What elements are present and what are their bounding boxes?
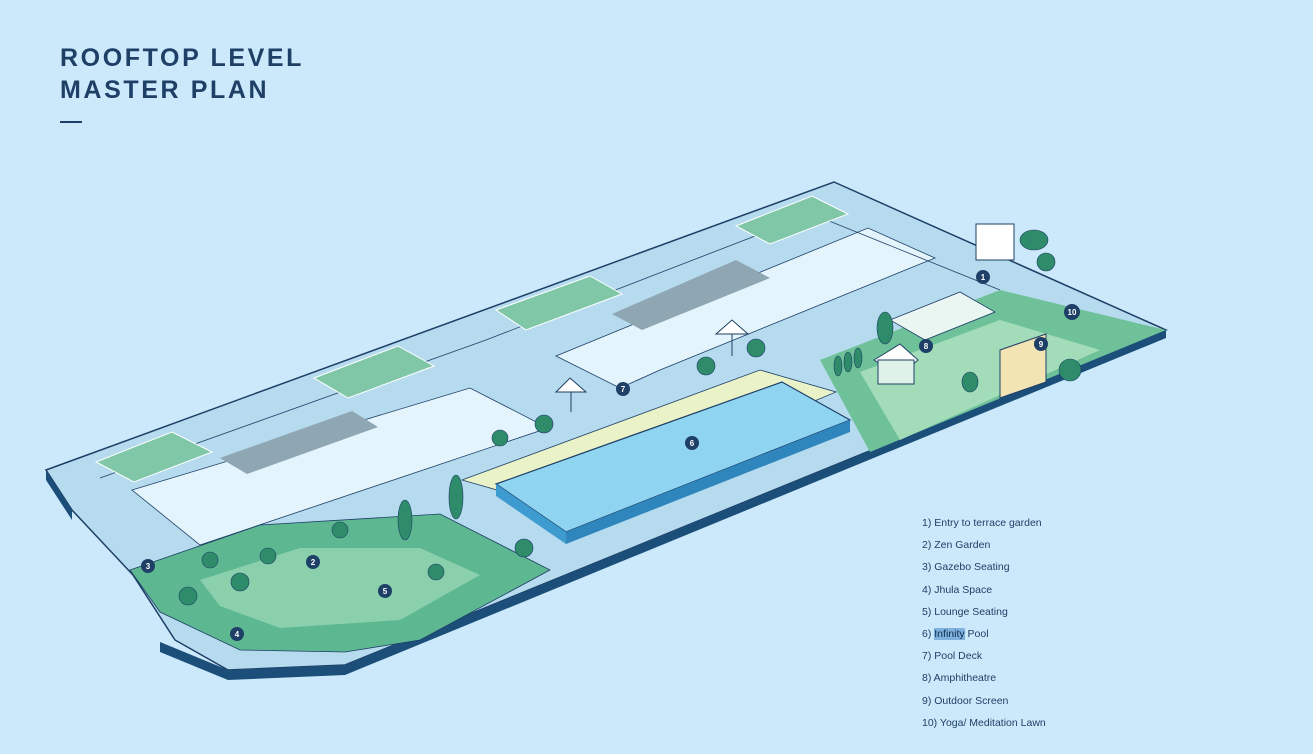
legend-item-5: 5) Lounge Seating	[922, 605, 1008, 618]
legend-item-7: 7) Pool Deck	[922, 650, 983, 663]
marker-3-label: 3	[146, 562, 151, 571]
marker-6: 6	[685, 436, 699, 450]
marker-7: 7	[616, 382, 630, 396]
legend-item-8: 8) Amphitheatre	[922, 672, 997, 685]
marker-1: 1	[976, 270, 990, 284]
infinity-pool	[494, 381, 852, 544]
legend-item-6-prefix: 6)	[922, 628, 935, 641]
marker-7-label: 7	[621, 385, 626, 394]
pool-umbrellas	[554, 319, 750, 412]
trees	[178, 229, 1082, 606]
page-title: ROOFTOP LEVEL MASTER PLAN	[60, 42, 304, 106]
marker-4-label: 4	[235, 630, 240, 639]
legend-item-6-suffix: Pool	[964, 628, 989, 641]
marker-10: 10	[1064, 304, 1080, 320]
marker-6-label: 6	[690, 439, 695, 448]
marker-2: 2	[306, 555, 320, 569]
legend-item-6: 6) Infinity Pool	[922, 623, 1046, 645]
title-line-2: MASTER PLAN	[60, 76, 270, 104]
legend-item-10: 10) Yoga/ Meditation Lawn	[922, 716, 1046, 729]
title-underline	[60, 121, 82, 123]
legend: 1) Entry to terrace garden 2) Zen Garden…	[922, 512, 1046, 734]
left-garden	[129, 513, 551, 653]
solar-panels	[94, 195, 850, 483]
title-line-1: ROOFTOP LEVEL	[60, 44, 305, 72]
marker-9: 9	[1034, 337, 1048, 351]
legend-item-3: 3) Gazebo Seating	[922, 561, 1010, 574]
marker-8-label: 8	[924, 342, 929, 351]
marker-10-label: 10	[1068, 308, 1077, 317]
legend-item-4: 4) Jhula Space	[922, 583, 993, 596]
legend-item-2: 2) Zen Garden	[922, 539, 991, 552]
legend-item-1: 1) Entry to terrace garden	[922, 517, 1042, 529]
marker-2-label: 2	[311, 558, 316, 567]
marker-5: 5	[378, 584, 392, 598]
legend-item-6-highlight: Infinity	[934, 628, 965, 641]
marker-3: 3	[141, 559, 155, 573]
legend-item-9: 9) Outdoor Screen	[922, 694, 1009, 707]
marker-1-label: 1	[981, 273, 986, 282]
marker-8: 8	[919, 339, 933, 353]
marker-5-label: 5	[383, 587, 388, 596]
marker-4: 4	[230, 627, 244, 641]
marker-9-label: 9	[1039, 340, 1044, 349]
